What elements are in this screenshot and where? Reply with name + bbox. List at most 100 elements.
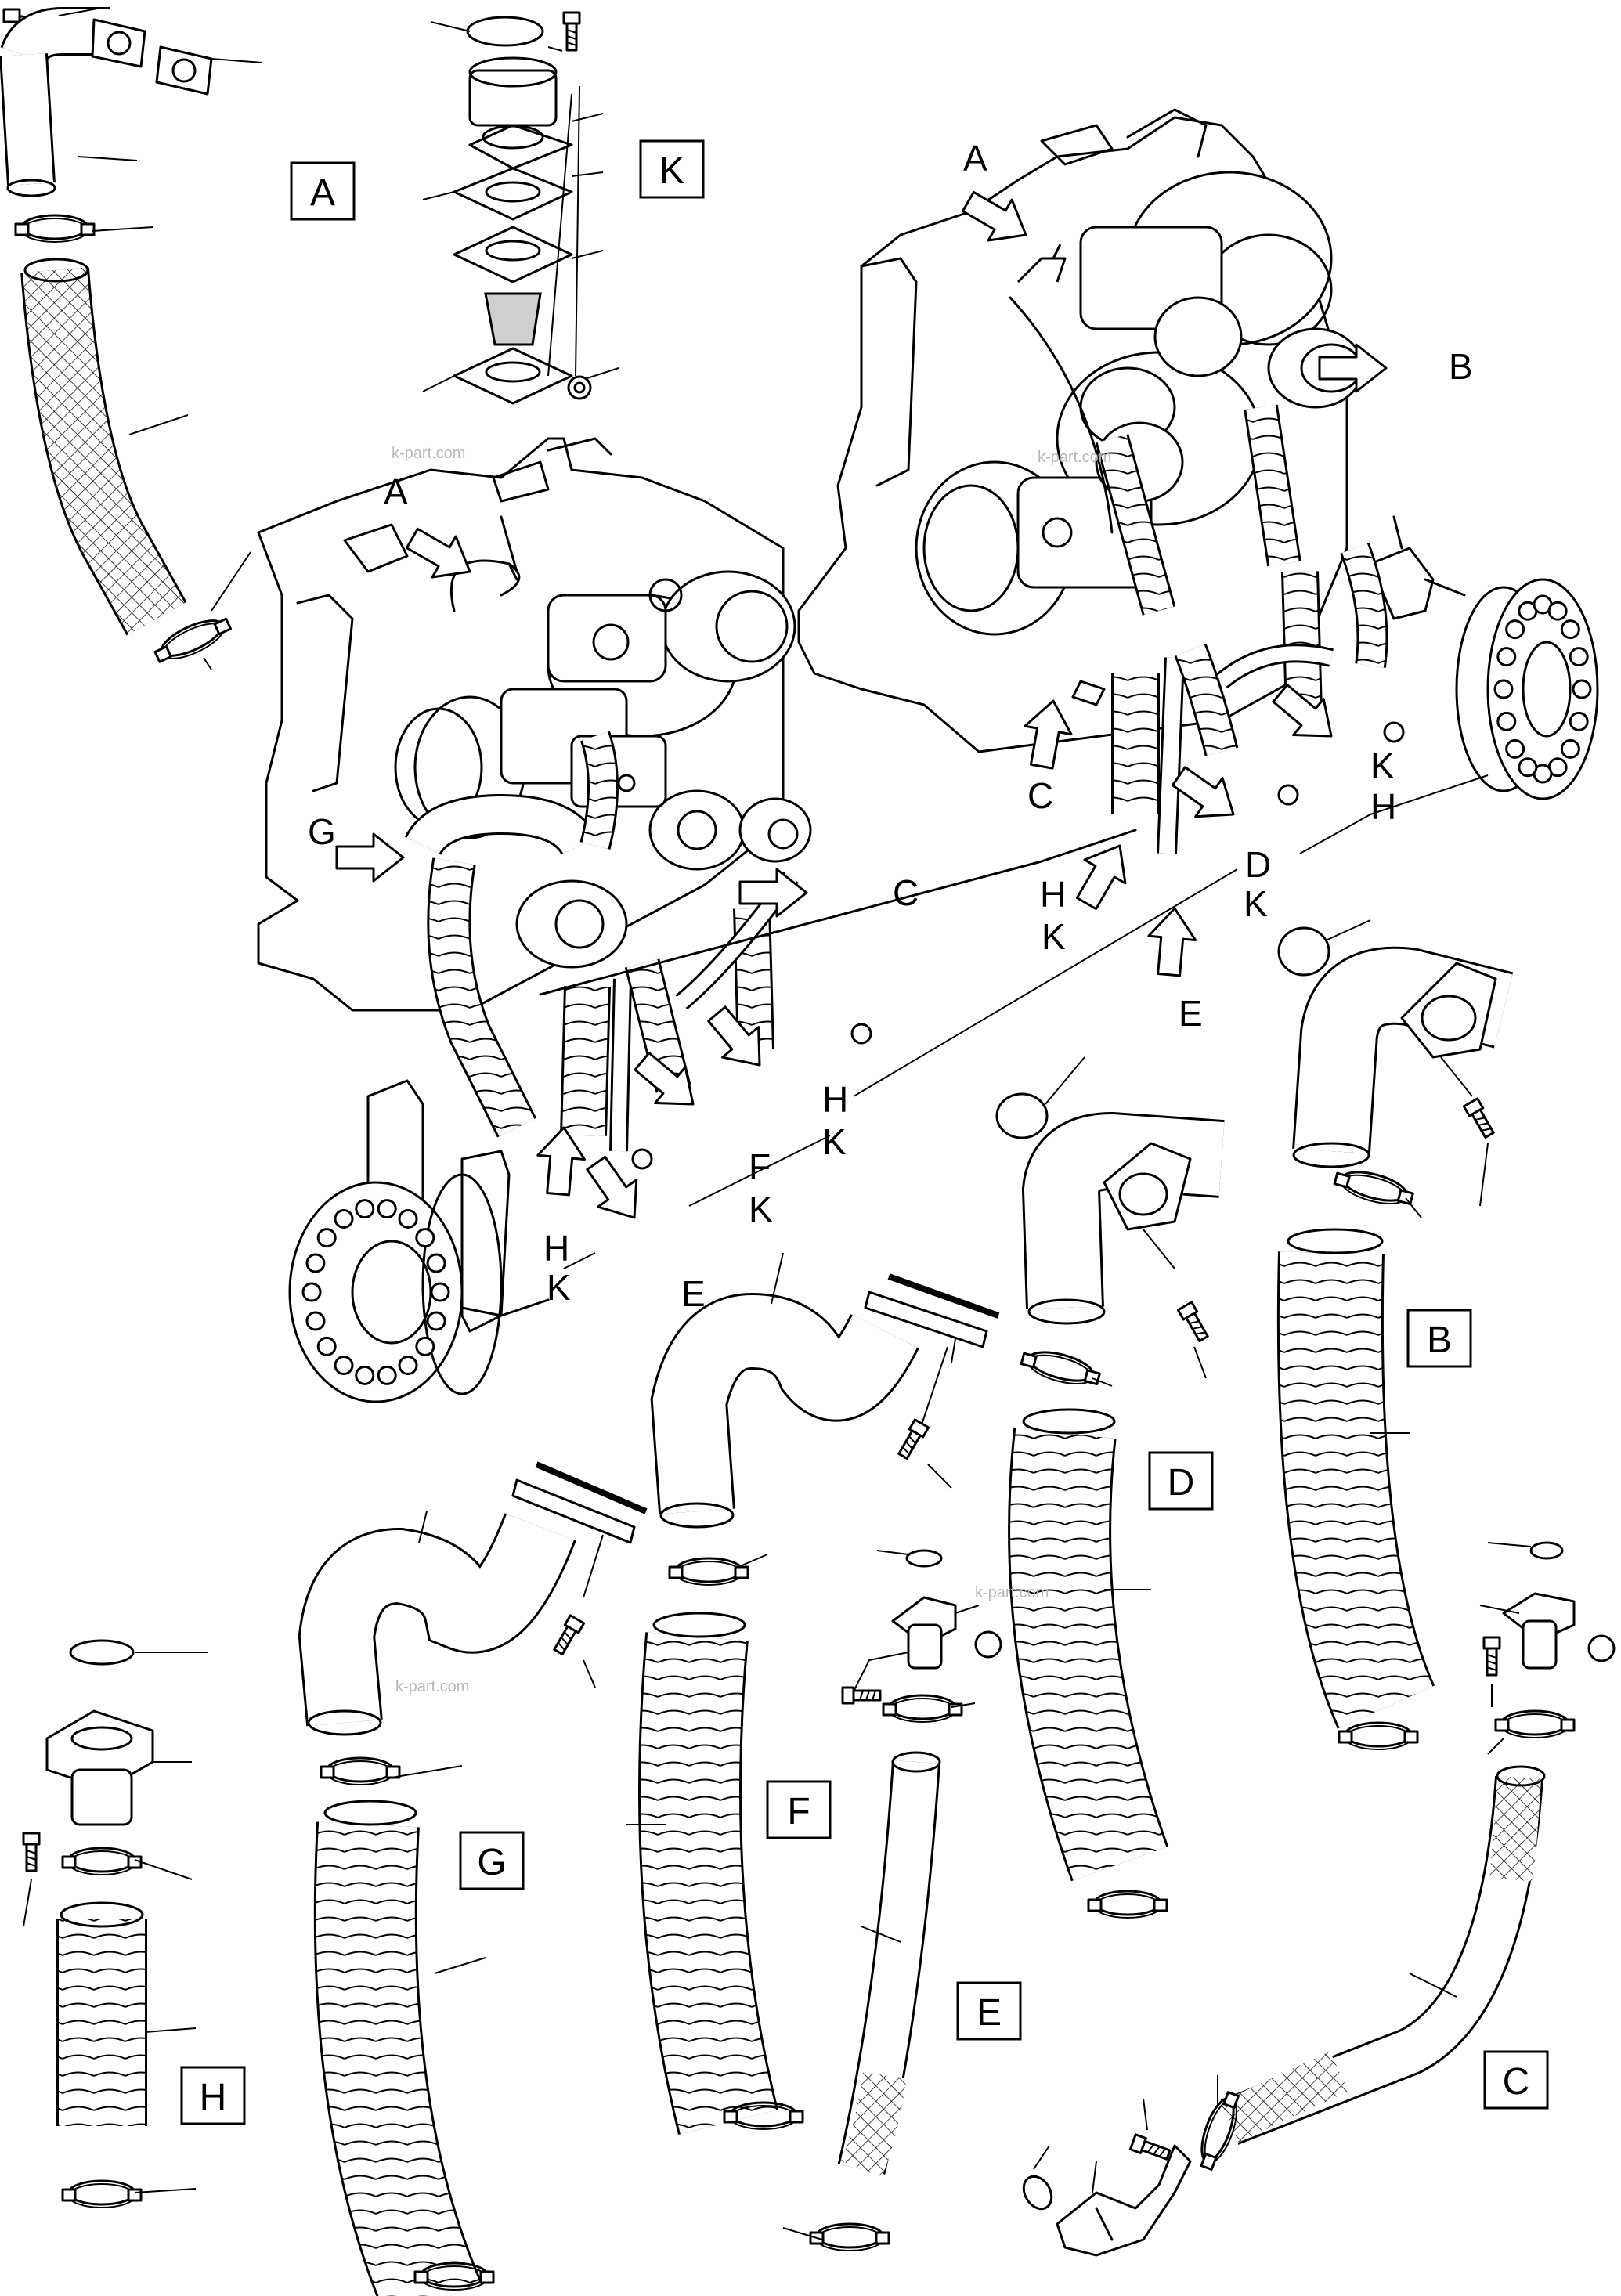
callout-label-k-top: K	[659, 150, 684, 192]
leader-lines	[563, 774, 1489, 1269]
callout-arrow	[536, 1126, 587, 1197]
arrow-label-right-hk-h: H	[1040, 874, 1066, 915]
watermark: k-part.com	[1038, 449, 1111, 466]
callout-box-a-top	[290, 161, 356, 221]
arrow-label-left-hk-k: K	[822, 1121, 847, 1162]
arrow-label-right-b: B	[1449, 346, 1473, 387]
flange-bolt	[334, 1356, 354, 1376]
flange-bolt	[377, 1365, 397, 1385]
callout-box-b	[1406, 1309, 1472, 1368]
arrow-label-left-f: F	[749, 1146, 771, 1187]
part-group-a-top	[0, 7, 263, 670]
watermark: k-part.com	[395, 1678, 469, 1695]
callout-box-g	[459, 1831, 525, 1890]
callout-arrow	[634, 1052, 695, 1106]
callout-label-b: B	[1427, 1319, 1452, 1361]
arrow-label-right-c: C	[1027, 775, 1053, 816]
arrow-label-right-h: H	[1370, 786, 1396, 827]
flange-bolt	[1505, 619, 1525, 640]
flange-bolt-ring-right	[1493, 594, 1592, 784]
callout-arrow	[1318, 343, 1388, 393]
arrow-label-left-hk-h: H	[822, 1079, 848, 1120]
arrow-letter-labels: A B C H K D K K H E A G C H K F K H K E	[308, 138, 1473, 1314]
flange-bolt	[1547, 601, 1568, 621]
callout-label-h: H	[200, 2077, 227, 2118]
callout-label-a-top: A	[310, 172, 335, 214]
callout-box-d	[1148, 1451, 1214, 1511]
part-group-g	[298, 1461, 648, 2296]
right-assembly-hoses	[1009, 244, 1405, 863]
watermark: k-part.com	[975, 1584, 1049, 1601]
arrow-label-right-d: D	[1245, 844, 1271, 885]
flange-bolt	[1560, 738, 1580, 759]
part-group-b	[1276, 919, 1514, 1751]
callout-arrow	[707, 1005, 761, 1067]
flange-bolt	[377, 1199, 397, 1219]
flange-bolt	[398, 1208, 418, 1229]
callout-label-e: E	[977, 1992, 1002, 2034]
arrow-label-left-e: E	[681, 1273, 706, 1314]
callout-arrow	[405, 527, 471, 579]
arrow-label-right-e: E	[1179, 993, 1203, 1034]
arrow-label-left-g: G	[308, 811, 336, 852]
flange-bolt	[301, 1282, 322, 1302]
callout-arrow	[1024, 699, 1073, 770]
callout-arrow	[335, 832, 405, 883]
arrow-label-right-a: A	[963, 138, 987, 179]
callout-arrow	[1272, 684, 1333, 738]
flange-bolt	[1518, 757, 1538, 778]
flange-bolt	[355, 1365, 375, 1385]
flange-bolt	[305, 1311, 326, 1331]
flange-bolt	[426, 1253, 446, 1273]
callout-label-f: F	[787, 1791, 810, 1832]
arrow-label-left-hk2-k: K	[547, 1267, 571, 1308]
part-group-f	[626, 1252, 1000, 2135]
callout-label-g: G	[477, 1842, 506, 1883]
callout-box-e	[956, 1981, 1022, 2041]
left-transmission-assembly	[257, 437, 812, 1403]
arrow-label-left-hk2-h: H	[543, 1228, 569, 1269]
part-group-h	[22, 1639, 208, 2209]
flange-bolt	[415, 1228, 435, 1248]
flange-bolt	[316, 1228, 337, 1248]
callout-label-c: C	[1503, 2061, 1530, 2103]
flange-bolt	[316, 1336, 337, 1356]
callout-arrow	[1171, 766, 1235, 818]
part-group-e	[782, 1549, 1002, 2252]
arrow-label-left-a: A	[384, 471, 408, 512]
callout-box-c	[1483, 2050, 1549, 2110]
callout-box-h	[180, 2066, 246, 2125]
arrow-label-left-fk-k: K	[749, 1189, 773, 1229]
flange-bolt-ring-left	[301, 1199, 450, 1385]
callout-box-k-top	[639, 139, 705, 199]
callout-label-d: D	[1168, 1462, 1195, 1504]
arrow-label-right-hk-k: K	[1042, 916, 1066, 957]
arrow-label-right-dk-k: K	[1244, 883, 1268, 924]
callout-arrow	[738, 868, 808, 918]
arrow-label-right-k: K	[1370, 745, 1395, 786]
flange-bolt	[1572, 679, 1592, 699]
callout-arrow	[961, 190, 1027, 242]
flange-bolt	[415, 1336, 435, 1356]
callout-arrow	[586, 1155, 638, 1219]
flange-bolt	[430, 1282, 450, 1302]
flange-bolt	[355, 1199, 375, 1219]
callout-arrow	[1147, 907, 1197, 977]
callout-arrow	[1075, 844, 1127, 911]
flange-bolt	[305, 1253, 326, 1273]
flange-bolt	[1496, 647, 1517, 667]
callout-box-f	[766, 1780, 832, 1839]
arrow-label-left-c: C	[893, 872, 919, 913]
flange-bolt	[1496, 711, 1517, 731]
flange-bolt	[398, 1356, 418, 1376]
flange-bolt	[334, 1208, 354, 1229]
flange-bolt	[1569, 647, 1589, 667]
part-group-d	[995, 1056, 1225, 1919]
flange-bolt	[1569, 711, 1589, 731]
flange-bolt	[1493, 679, 1514, 699]
watermark: k-part.com	[392, 445, 465, 462]
callout-arrows	[335, 190, 1388, 1219]
flange-bolt	[426, 1311, 446, 1331]
flange-bolt	[1505, 738, 1525, 759]
